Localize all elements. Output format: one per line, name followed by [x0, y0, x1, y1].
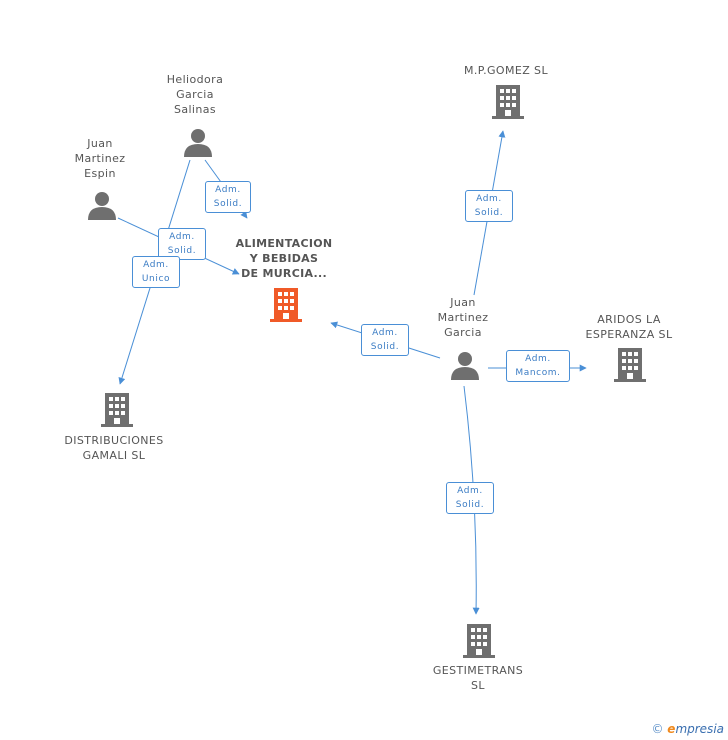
- label-line: GESTIMETRANS: [432, 664, 524, 677]
- label-line: GAMALI SL: [82, 449, 146, 462]
- brand-name: mpresia: [675, 722, 724, 736]
- building-icon[interactable]: [614, 348, 646, 382]
- person-icon[interactable]: [183, 128, 213, 158]
- relation-badge-garcia-mpgomez[interactable]: Adm. Solid.: [465, 190, 513, 222]
- label-line: M.P.GOMEZ SL: [464, 64, 548, 77]
- label-line: Juan: [450, 296, 476, 309]
- relation-badge-espin-main[interactable]: Adm. Solid.: [158, 228, 206, 260]
- label-line: SL: [471, 679, 485, 692]
- label-line: Juan: [87, 137, 113, 150]
- relation-badge-heliodora-distribuciones[interactable]: Adm. Unico: [132, 256, 180, 288]
- label-line: Espin: [84, 167, 116, 180]
- company-gestimetrans-label[interactable]: GESTIMETRANS SL: [418, 663, 538, 693]
- label-line: Martinez: [74, 152, 126, 165]
- label-line: Garcia: [176, 88, 214, 101]
- building-icon[interactable]: [492, 85, 524, 119]
- building-icon[interactable]: [101, 393, 133, 427]
- label-line: ESPERANZA SL: [585, 328, 673, 341]
- building-icon[interactable]: [463, 624, 495, 658]
- person-heliodora-label[interactable]: Heliodora Garcia Salinas: [147, 72, 243, 117]
- relation-line: Adm.: [525, 354, 551, 364]
- relation-badge-garcia-main[interactable]: Adm. Solid.: [361, 324, 409, 356]
- person-juan-garcia-label[interactable]: Juan Martinez Garcia: [415, 295, 511, 340]
- person-icon[interactable]: [450, 351, 480, 381]
- relation-badge-garcia-aridos[interactable]: Adm. Mancom.: [506, 350, 570, 382]
- relation-line: Adm.: [457, 486, 483, 496]
- footer-brand: © empresia: [651, 722, 724, 736]
- label-line: DISTRIBUCIONES: [64, 434, 164, 447]
- relation-line: Adm.: [169, 232, 195, 242]
- relation-line: Unico: [141, 274, 171, 284]
- label-line: DE MURCIA...: [241, 267, 327, 280]
- label-line: Salinas: [173, 103, 217, 116]
- relation-line: Adm.: [476, 194, 502, 204]
- label-line: Y BEBIDAS: [249, 252, 319, 265]
- person-icon[interactable]: [87, 191, 117, 221]
- copyright-symbol: ©: [651, 722, 664, 736]
- relation-line: Mancom.: [515, 368, 561, 378]
- company-mpgomez-label[interactable]: M.P.GOMEZ SL: [448, 63, 564, 78]
- relation-line: Solid.: [474, 208, 504, 218]
- company-distribuciones-label[interactable]: DISTRIBUCIONES GAMALI SL: [54, 433, 174, 463]
- relation-line: Adm.: [372, 328, 398, 338]
- person-juan-espin-label[interactable]: Juan Martinez Espin: [52, 136, 148, 181]
- label-line: Garcia: [444, 326, 482, 339]
- label-line: Heliodora: [166, 73, 224, 86]
- relation-line: Solid.: [370, 342, 400, 352]
- relation-line: Adm.: [143, 260, 169, 270]
- label-line: ALIMENTACION: [235, 237, 333, 250]
- brand-logo-letter: e: [667, 722, 676, 736]
- relation-line: Solid.: [213, 199, 243, 209]
- relation-badge-garcia-gestimetrans[interactable]: Adm. Solid.: [446, 482, 494, 514]
- relation-line: Solid.: [455, 500, 485, 510]
- relation-line: Solid.: [167, 246, 197, 256]
- company-aridos-label[interactable]: ARIDOS LA ESPERANZA SL: [574, 312, 684, 342]
- relation-badge-heliodora-main[interactable]: Adm. Solid.: [205, 181, 251, 213]
- label-line: Martinez: [437, 311, 489, 324]
- main-company-label[interactable]: ALIMENTACION Y BEBIDAS DE MURCIA...: [224, 236, 344, 281]
- label-line: ARIDOS LA: [597, 313, 661, 326]
- building-icon[interactable]: [270, 288, 302, 322]
- relation-line: Adm.: [215, 185, 241, 195]
